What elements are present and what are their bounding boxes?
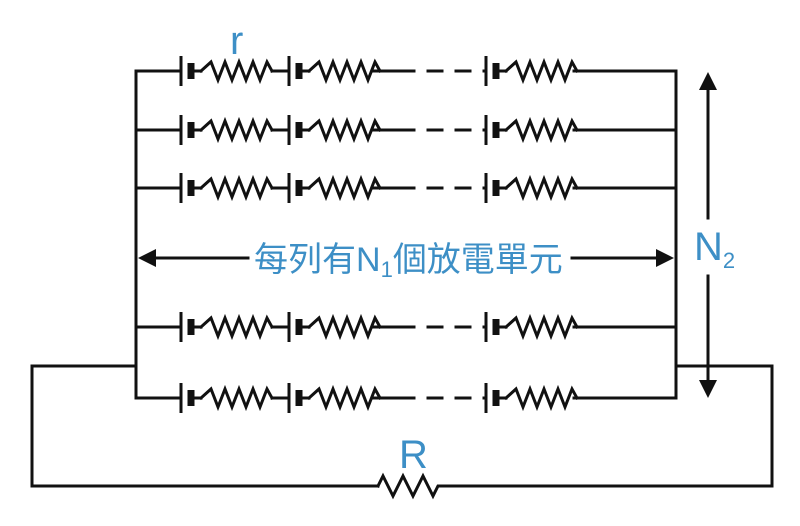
- row-caption: 每列有N1個放電單元: [254, 241, 563, 282]
- row-1: [134, 56, 678, 86]
- load-resistance-label: R: [399, 433, 428, 477]
- resistor-icon: [306, 313, 383, 341]
- discharge-cell: [179, 383, 291, 413]
- rows-symbol: N: [694, 225, 723, 269]
- row-4: [134, 312, 678, 342]
- discharge-cell: [179, 56, 291, 86]
- resistor-icon: [306, 116, 383, 144]
- resistor-icon: [306, 174, 383, 202]
- external-loop-wire-right: [440, 364, 774, 488]
- rows-count-arrow: [699, 72, 717, 398]
- row-caption-prefix: 每列有: [254, 241, 356, 279]
- row-caption-symbol: N: [356, 241, 381, 279]
- row-caption-suffix: 個放電單元: [393, 241, 563, 279]
- discharge-cell: [287, 383, 383, 413]
- bus-wires: [30, 69, 774, 500]
- discharge-cell: [484, 312, 580, 342]
- discharge-cell: [484, 115, 580, 145]
- parallel-rows: [134, 56, 678, 413]
- resistor-icon: [198, 313, 275, 341]
- row-width-arrow: [138, 249, 674, 267]
- discharge-cell: [287, 56, 383, 86]
- cell-resistance-label: r: [230, 19, 243, 63]
- rows-count-label: N2: [694, 225, 735, 273]
- external-loop-wire: [30, 364, 380, 488]
- arrow-up-icon: [699, 72, 717, 90]
- row-3: [134, 173, 678, 203]
- load-resistor-icon: [375, 472, 444, 500]
- discharge-cell: [484, 383, 580, 413]
- resistor-icon: [503, 174, 580, 202]
- discharge-cell: [287, 115, 383, 145]
- resistor-icon: [306, 57, 383, 85]
- resistor-icon: [503, 116, 580, 144]
- resistor-icon: [198, 116, 275, 144]
- rows-subscript: 2: [723, 248, 735, 273]
- row-caption-subscript: 1: [381, 257, 393, 282]
- row-2: [134, 115, 678, 145]
- discharge-cell: [179, 173, 291, 203]
- resistor-icon: [306, 384, 383, 412]
- resistor-icon: [503, 313, 580, 341]
- resistor-icon: [198, 174, 275, 202]
- arrow-down-icon: [699, 380, 717, 398]
- resistor-icon: [198, 57, 275, 85]
- resistor-icon: [503, 384, 580, 412]
- resistor-icon: [503, 57, 580, 85]
- discharge-cell: [287, 312, 383, 342]
- row-5: [134, 383, 678, 413]
- discharge-cell: [179, 312, 291, 342]
- discharge-cell: [287, 173, 383, 203]
- discharge-cell: [484, 173, 580, 203]
- resistor-icon: [198, 384, 275, 412]
- arrow-left-icon: [138, 249, 156, 267]
- arrow-right-icon: [656, 249, 674, 267]
- discharge-cell: [484, 56, 580, 86]
- discharge-cell: [179, 115, 291, 145]
